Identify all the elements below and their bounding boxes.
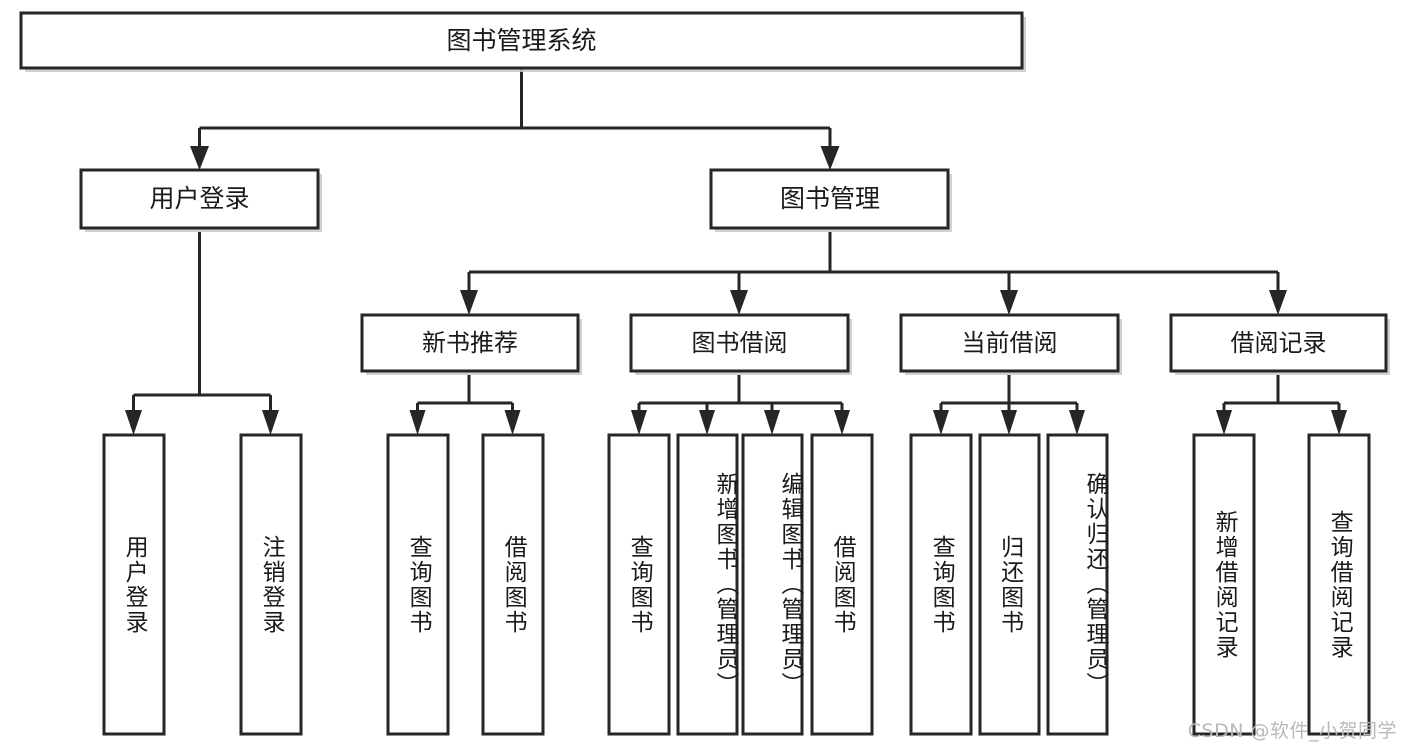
node-user-login[interactable]: 用户登录 <box>79 168 322 232</box>
watermark-text: CSDN @软件_小贺同学 <box>1187 720 1397 742</box>
node-user-login-box[interactable] <box>79 168 320 230</box>
node-root[interactable]: 图书管理系统 <box>19 11 1026 72</box>
leaf-box-edit-book[interactable] <box>741 433 804 736</box>
arrow-head-leaf-confirm-return <box>1069 410 1085 435</box>
node-book-borrow[interactable]: 图书借阅 <box>629 313 852 375</box>
leaf-box-add-book[interactable] <box>676 433 739 736</box>
node-borrow-record-box[interactable] <box>1169 313 1388 373</box>
leaf-box-return-book[interactable] <box>978 433 1041 736</box>
arrow-head-leaf-query-book-3 <box>933 410 949 435</box>
node-layer: 图书管理系统 用户登录 图书管理 新书推荐 <box>19 11 1390 736</box>
arrow-head-leaf-borrow-book-1 <box>504 410 521 435</box>
leaf-box-user-login[interactable] <box>102 433 166 736</box>
edge-layer <box>125 68 1347 435</box>
leaf-box-borrow-book-1[interactable] <box>481 433 545 736</box>
node-root-label: 图书管理系统 <box>446 26 596 55</box>
arrow-head-leaf-add-record <box>1216 410 1232 435</box>
arrow-head-record <box>1269 290 1287 315</box>
arrow-head-leaf-query-record <box>1331 410 1347 435</box>
arrow-head-current <box>1000 290 1018 315</box>
leaf-box-confirm-return[interactable] <box>1046 433 1109 736</box>
arrow-head-leaf-return-book <box>1001 410 1017 435</box>
node-borrow-record-label: 借阅记录 <box>1231 329 1327 357</box>
leaf-box-add-record[interactable] <box>1192 433 1256 736</box>
node-user-login-label: 用户登录 <box>149 184 249 213</box>
node-current-borrow-box[interactable] <box>899 313 1120 373</box>
arrow-head-leaf-query-book-2 <box>631 410 647 435</box>
arrow-head-leaf-borrow-book-2 <box>834 410 850 435</box>
node-current-borrow[interactable]: 当前借阅 <box>899 313 1122 375</box>
node-borrow-record[interactable]: 借阅记录 <box>1169 313 1390 375</box>
arrow-head-newbook <box>460 290 478 315</box>
node-current-borrow-label: 当前借阅 <box>962 329 1058 357</box>
arrow-head-userlogin <box>190 146 209 170</box>
leaf-box-query-record[interactable] <box>1307 433 1371 736</box>
node-book-borrow-label: 图书借阅 <box>692 329 788 357</box>
arrow-head-leaf-logout <box>262 410 279 435</box>
leaf-box-query-book-2[interactable] <box>607 433 671 736</box>
node-book-management-label: 图书管理 <box>780 184 880 213</box>
node-book-management[interactable]: 图书管理 <box>709 168 952 232</box>
arrow-head-leaf-user-login <box>125 410 142 435</box>
leaf-box-borrow-book-2[interactable] <box>810 433 874 736</box>
arrow-head-leaf-add-book <box>699 410 715 435</box>
node-new-book-recommend-box[interactable] <box>360 313 580 373</box>
arrow-head-leaf-edit-book <box>764 410 780 435</box>
leaf-box-logout[interactable] <box>239 433 303 736</box>
arrow-head-bookmgmt <box>820 146 840 170</box>
arrow-head-leaf-query-book-1 <box>409 410 426 435</box>
leaf-box-query-book-1[interactable] <box>386 433 450 736</box>
leaf-box-query-book-3[interactable] <box>909 433 973 736</box>
node-new-book-recommend-label: 新书推荐 <box>422 329 518 357</box>
arrow-head-borrow <box>730 290 748 315</box>
node-book-borrow-box[interactable] <box>629 313 850 373</box>
node-root-box[interactable] <box>19 11 1024 70</box>
node-new-book-recommend[interactable]: 新书推荐 <box>360 313 582 375</box>
node-book-management-box[interactable] <box>709 168 950 230</box>
